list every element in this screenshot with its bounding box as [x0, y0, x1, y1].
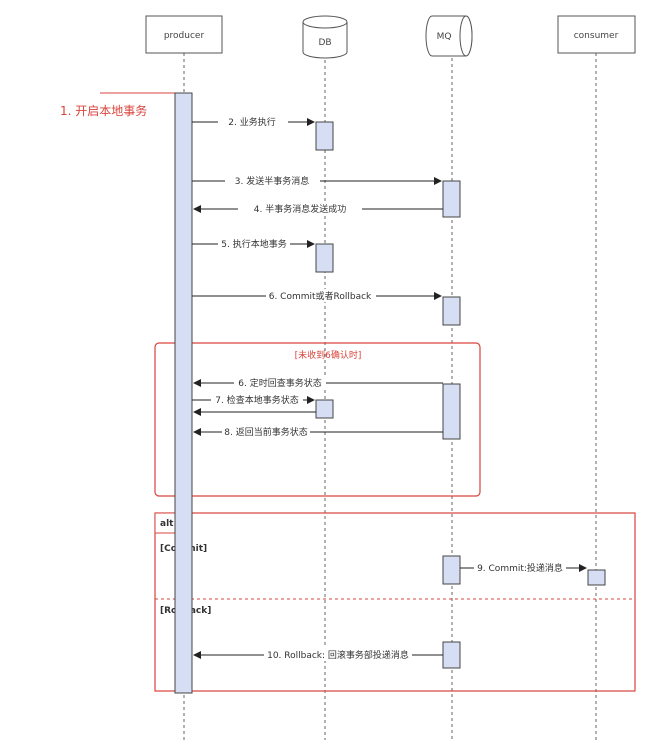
- db-activation-3: [315, 399, 334, 419]
- message-6-label: 6. Commit或者Rollback: [269, 290, 372, 302]
- frame-alt-label: alt: [160, 519, 174, 529]
- message-4: 4. 半事务消息发送成功: [193, 202, 443, 215]
- message-6b-label: 6. 定时回查事务状态: [238, 377, 321, 389]
- message-9: 9. Commit:投递消息: [460, 561, 587, 574]
- participant-consumer-label: consumer: [574, 31, 619, 41]
- message-4-label: 4. 半事务消息发送成功: [254, 203, 346, 215]
- message-5: 5. 执行本地事务: [192, 237, 315, 250]
- participant-consumer: consumer: [557, 15, 636, 54]
- message-2: 2. 业务执行: [192, 115, 315, 128]
- mq-activation-4: [442, 555, 461, 585]
- message-7: 7. 检查本地事务状态: [192, 393, 316, 416]
- message-8: 8. 返回当前事务状态: [193, 425, 443, 438]
- producer-activation: [174, 92, 193, 694]
- message-6: 6. Commit或者Rollback: [192, 289, 442, 302]
- mq-activation-3: [442, 383, 461, 440]
- annotation-text: 1. 开启本地事务: [60, 103, 147, 118]
- participant-mq: MQ: [425, 15, 473, 57]
- message-5-label: 5. 执行本地事务: [221, 238, 286, 250]
- mq-activation-2: [442, 296, 461, 326]
- message-3-label: 3. 发送半事务消息: [235, 175, 309, 187]
- message-7-label: 7. 检查本地事务状态: [215, 394, 298, 406]
- db-activation-1: [315, 121, 334, 151]
- participant-mq-label: MQ: [437, 32, 452, 42]
- message-10: 10. Rollback: 回滚事务部投递消息: [193, 648, 443, 661]
- participant-producer: producer: [145, 15, 223, 54]
- frame-timeout: [未收到6确认时]: [154, 342, 481, 497]
- db-activation-2: [315, 243, 334, 273]
- message-3: 3. 发送半事务消息: [192, 174, 442, 187]
- participant-producer-label: producer: [164, 31, 205, 41]
- consumer-activation: [587, 569, 606, 586]
- message-9-label: 9. Commit:投递消息: [477, 562, 563, 574]
- mq-activation-1: [442, 180, 461, 218]
- message-6b: 6. 定时回查事务状态: [193, 376, 443, 389]
- message-8-label: 8. 返回当前事务状态: [224, 426, 307, 438]
- participant-db-label: DB: [318, 38, 331, 48]
- frame-alt: alt [Commit] [Rollback]: [154, 512, 636, 692]
- message-2-label: 2. 业务执行: [228, 116, 275, 128]
- participant-db: DB: [302, 15, 348, 59]
- message-10-label: 10. Rollback: 回滚事务部投递消息: [267, 649, 409, 661]
- mq-activation-5: [442, 641, 461, 669]
- frame-timeout-label: [未收到6确认时]: [295, 349, 362, 361]
